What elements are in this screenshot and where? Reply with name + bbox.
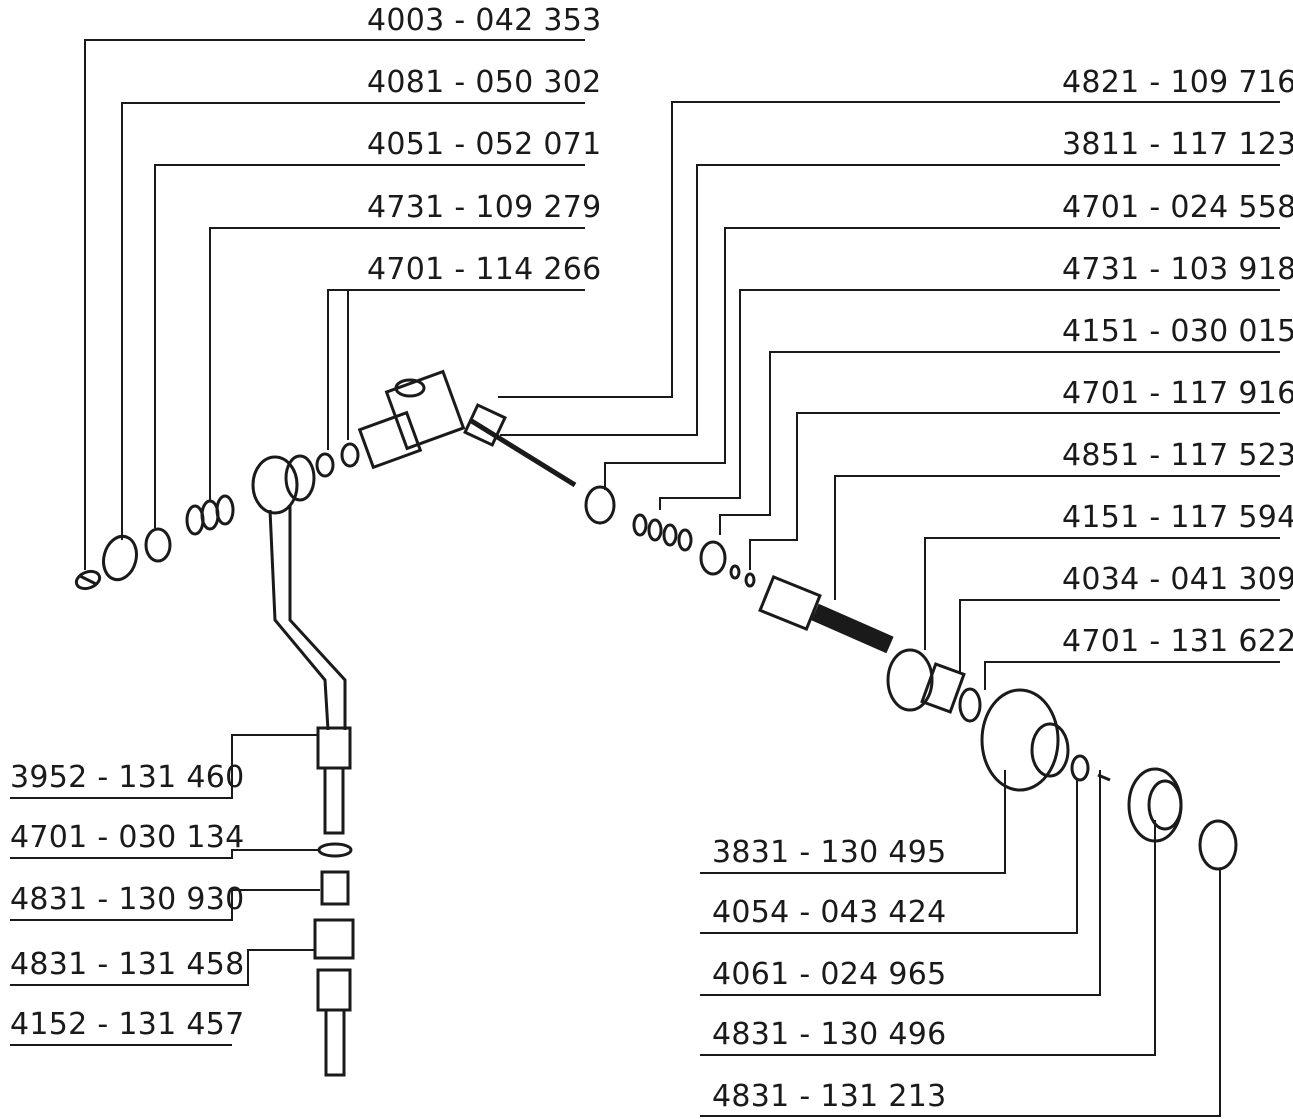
leader-4731-109279 bbox=[209, 227, 585, 500]
leader-4701-114266 bbox=[327, 289, 585, 450]
label-4151-030015: 4151 - 030 015 bbox=[1062, 314, 1293, 349]
leader-3811-117123 bbox=[500, 164, 1280, 436]
leader-4851-117523 bbox=[834, 475, 1280, 600]
label-4701-114266: 4701 - 114 266 bbox=[367, 252, 602, 287]
tube-part bbox=[251, 454, 347, 731]
label-4831-130496: 4831 - 130 496 bbox=[712, 1017, 947, 1052]
leader-4701-131622 bbox=[984, 661, 1280, 690]
spring-part-2 bbox=[632, 513, 693, 552]
tip-part bbox=[316, 968, 352, 1077]
leader-4831-130496 bbox=[700, 820, 1156, 1056]
circlip-part bbox=[102, 534, 138, 582]
label-4152-131457: 4152 - 131 457 bbox=[10, 1007, 245, 1042]
label-3952-131460: 3952 - 131 460 bbox=[10, 760, 245, 795]
nut-part bbox=[920, 662, 966, 714]
leader-4034-041309 bbox=[959, 599, 1280, 672]
label-4831-130930: 4831 - 130 930 bbox=[10, 882, 245, 917]
leader-4831-130930 bbox=[10, 889, 320, 921]
small-o-ring-1 bbox=[729, 564, 741, 580]
leader-4731-103918 bbox=[659, 289, 1280, 510]
label-4054-043424: 4054 - 043 424 bbox=[712, 895, 947, 930]
label-4821-109716: 4821 - 109 716 bbox=[1062, 65, 1293, 100]
small-o-ring-2 bbox=[744, 572, 756, 588]
label-4701-030134: 4701 - 030 134 bbox=[10, 820, 245, 855]
large-washer-part bbox=[886, 648, 934, 712]
leader-4003-042353 bbox=[84, 39, 585, 570]
label-4151-117594: 4151 - 117 594 bbox=[1062, 500, 1293, 535]
leader-4701-024558 bbox=[604, 227, 1280, 490]
o-ring-part-2 bbox=[340, 442, 360, 468]
leader-4151-030015 bbox=[719, 351, 1280, 535]
seal-ring-part bbox=[584, 485, 616, 525]
threaded-plug-part bbox=[74, 569, 102, 591]
leader-4051-052071 bbox=[154, 164, 585, 528]
nozzle-part bbox=[316, 726, 352, 835]
pin-part bbox=[1097, 773, 1111, 782]
small-washer-part bbox=[1070, 754, 1090, 782]
label-4831-131213: 4831 - 131 213 bbox=[712, 1079, 947, 1114]
label-4701-117916: 4701 - 117 916 bbox=[1062, 376, 1293, 411]
o-ring-part-1 bbox=[315, 452, 335, 478]
cover-disc-part bbox=[1198, 819, 1238, 871]
spring-part bbox=[185, 494, 235, 536]
bush-part bbox=[699, 540, 727, 576]
leader-4701-117916 bbox=[749, 412, 1280, 570]
leader-4054-043424 bbox=[700, 780, 1078, 934]
leader-4831-131458 bbox=[10, 949, 316, 986]
o-ring-part-4 bbox=[317, 842, 353, 858]
leader-4701-030134 bbox=[10, 849, 318, 859]
label-4731-109279: 4731 - 109 279 bbox=[367, 190, 602, 225]
leader-4081-050302 bbox=[121, 102, 585, 540]
sleeve-part bbox=[320, 870, 350, 906]
leader-4151-117594 bbox=[924, 537, 1280, 650]
label-4731-103918: 4731 - 103 918 bbox=[1062, 252, 1293, 287]
label-3811-117123: 3811 - 117 123 bbox=[1062, 127, 1293, 162]
leader-4831-131213 bbox=[700, 870, 1221, 1117]
label-4051-052071: 4051 - 052 071 bbox=[367, 127, 602, 162]
nut-part-2 bbox=[313, 918, 355, 960]
valve-body-part bbox=[357, 369, 577, 488]
label-4701-131622: 4701 - 131 622 bbox=[1062, 624, 1293, 659]
leader-3831-130495 bbox=[700, 770, 1006, 874]
label-4081-050302: 4081 - 050 302 bbox=[367, 65, 602, 100]
label-4034-041309: 4034 - 041 309 bbox=[1062, 562, 1293, 597]
washer-part bbox=[144, 527, 172, 563]
leader-4821-109716 bbox=[498, 101, 1280, 398]
leader-lines bbox=[10, 39, 1280, 1117]
o-ring-part-3 bbox=[958, 687, 982, 723]
label-3831-130495: 3831 - 130 495 bbox=[712, 835, 947, 870]
label-4003-042353: 4003 - 042 353 bbox=[367, 3, 602, 38]
label-4831-131458: 4831 - 131 458 bbox=[10, 947, 245, 982]
spindle-part bbox=[758, 574, 894, 654]
leader-4061-024965 bbox=[700, 770, 1101, 996]
knob-part bbox=[980, 688, 1070, 792]
label-4061-024965: 4061 - 024 965 bbox=[712, 957, 947, 992]
leader-3952-131460 bbox=[10, 734, 318, 799]
label-4701-024558: 4701 - 024 558 bbox=[1062, 190, 1293, 225]
parts bbox=[74, 369, 1238, 1077]
cap-part bbox=[1127, 767, 1183, 843]
label-4851-117523: 4851 - 117 523 bbox=[1062, 438, 1293, 473]
